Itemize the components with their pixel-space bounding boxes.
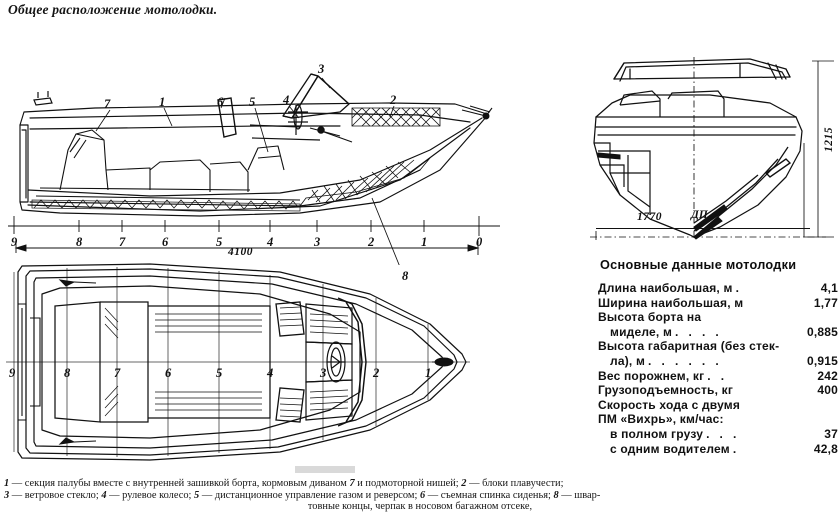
caption-item-7: 7 (349, 478, 355, 489)
spec-label: Высота борта на (598, 310, 702, 325)
spec-dots: . (735, 281, 743, 295)
caption-line-3: товные концы, черпак в носовом багажном … (307, 501, 533, 513)
page-title: Общее расположение мотолодки. (8, 2, 218, 17)
front-view-svg (590, 57, 834, 240)
caption-line-1: 1 — секция палубы вместе с внутренней за… (4, 478, 564, 489)
callout-5: 5 (249, 95, 256, 109)
spec-row: в полном грузу . . . 37 (598, 427, 838, 442)
specifications-title: Основные данные мотолодки (600, 258, 797, 272)
spec-row: Длина наибольшая, м . 4,1 (598, 281, 838, 296)
plan-station-4: 4 (267, 366, 274, 380)
scan-artifact (295, 466, 355, 473)
spec-dots: . . . (706, 426, 740, 441)
spec-label: с одним водителем (610, 441, 730, 456)
caption-item-5: 5 (194, 489, 200, 501)
beam-dimension-rule (596, 228, 810, 229)
side-station-8: 8 (76, 235, 83, 249)
plan-view-drawing (0, 258, 505, 476)
centerline-label: ДП (691, 209, 708, 221)
side-station-2: 2 (368, 235, 375, 249)
side-station-1: 1 (421, 235, 428, 249)
side-station-6: 6 (162, 235, 169, 249)
specifications-panel: Основные данные мотолодки Длина наибольш… (598, 258, 838, 456)
spec-label: миделе, м (610, 324, 673, 339)
spec-row: ПМ «Вихрь», км/час: (598, 412, 838, 427)
side-station-9: 9 (11, 235, 18, 249)
plan-station-8: 8 (64, 366, 71, 380)
side-station-5: 5 (216, 235, 223, 249)
spec-label: Высота габаритная (без стек- (598, 339, 780, 354)
spec-label: Грузоподъемность, кг (598, 383, 734, 398)
spec-value: 1,77 (813, 295, 838, 310)
caption-item-6: 6 (419, 489, 426, 501)
caption-line-2: 3 — ветровое стекло; 4 — рулевое колесо;… (4, 489, 601, 501)
spec-dots: . . (707, 368, 728, 383)
plan-station-3: 3 (320, 366, 327, 380)
beam-dimension: 1770 (637, 211, 662, 223)
spec-label: ПМ «Вихрь», км/час: (598, 412, 724, 427)
callout-8: 8 (402, 269, 409, 283)
callout-4: 4 (283, 93, 290, 107)
caption-item-3: 3 (4, 489, 10, 501)
spec-label: ла), м (610, 353, 646, 368)
spec-row: Грузоподъемность, кг 400 (598, 383, 838, 398)
spec-row: Скорость хода с двумя (598, 398, 838, 413)
spec-label: Ширина наибольшая, м (598, 295, 744, 310)
spec-row: миделе, м . . . . 0,885 (598, 325, 838, 340)
plan-view-svg (6, 263, 470, 461)
spec-label: Длина наибольшая, м (598, 281, 733, 295)
callout-6: 6 (217, 95, 224, 109)
spec-row: Высота габаритная (без стек- (598, 339, 838, 354)
caption-item-8: 8 (553, 489, 559, 501)
spec-dots: . . . . . . (648, 353, 723, 368)
spec-value: 37 (824, 426, 838, 441)
plan-station-5: 5 (216, 366, 223, 380)
spec-label: в полном грузу (610, 426, 704, 441)
caption-item-2: 2 (461, 478, 467, 489)
spec-label: Вес порожнем, кг (598, 368, 705, 383)
side-station-0: 0 (476, 235, 483, 249)
spec-value: 0,915 (806, 353, 838, 368)
spec-value: 4,1 (820, 281, 838, 295)
plan-station-6: 6 (165, 366, 172, 380)
spec-dots: . . . . (675, 324, 723, 339)
side-station-7: 7 (119, 235, 126, 249)
spec-dots: . (732, 441, 740, 456)
spec-row: Высота борта на (598, 310, 838, 325)
callout-1: 1 (159, 95, 166, 109)
spec-value: 0,885 (806, 324, 838, 339)
side-station-4: 4 (267, 235, 274, 249)
spec-row: с одним водителем . 42,8 (598, 442, 838, 457)
spec-row: Ширина наибольшая, м 1,77 (598, 296, 838, 311)
spec-row: ла), м . . . . . . 0,915 (598, 354, 838, 369)
specifications-list: Длина наибольшая, м . 4,1 Ширина наиболь… (598, 281, 838, 456)
figure-caption: 1 — секция палубы вместе с внутренней за… (4, 478, 836, 513)
caption-item-4: 4 (101, 489, 107, 501)
side-view-drawing: 7 1 6 5 4 3 2 8 (0, 30, 505, 282)
spec-value: 42,8 (813, 441, 838, 456)
plan-station-2: 2 (373, 366, 380, 380)
spec-row: Вес порожнем, кг . . 242 (598, 369, 838, 384)
height-dimension: 1215 (823, 127, 835, 152)
side-view-svg (8, 73, 500, 265)
plan-station-1: 1 (425, 366, 432, 380)
callout-2: 2 (390, 93, 397, 107)
plan-station-9: 9 (9, 366, 16, 380)
plan-station-7: 7 (114, 366, 121, 380)
spec-label: Скорость хода с двумя (598, 397, 741, 412)
spec-value: 400 (817, 383, 838, 398)
callout-7: 7 (104, 97, 111, 111)
callout-3: 3 (318, 62, 325, 76)
overall-length-dimension: 4100 (228, 246, 253, 258)
caption-item-1: 1 (4, 478, 10, 489)
side-station-3: 3 (314, 235, 321, 249)
front-view-drawing (590, 55, 840, 240)
spec-value: 242 (817, 368, 838, 383)
